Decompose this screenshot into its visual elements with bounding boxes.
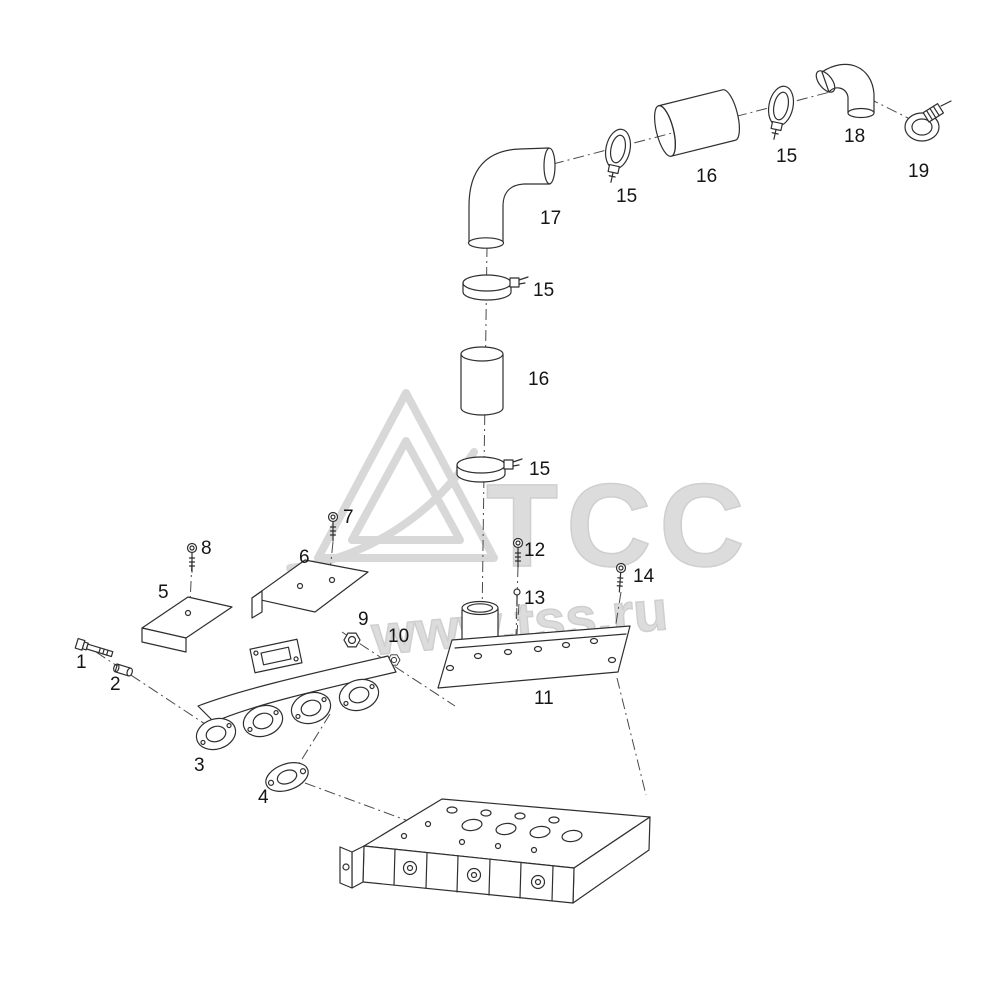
callout-7: 7 xyxy=(343,507,354,528)
callout-5: 5 xyxy=(158,582,169,603)
callout-16: 16 xyxy=(528,369,549,390)
part-17-elbow-pipe xyxy=(467,147,556,249)
watermark-brand-text: ТСС xyxy=(486,460,753,592)
part-16-hose-vertical xyxy=(460,346,504,416)
callout-13: 13 xyxy=(524,588,545,609)
callout-15: 15 xyxy=(616,186,637,207)
part-15-clamp-top-1 xyxy=(598,126,635,186)
part-8-bolt xyxy=(186,542,198,573)
callout-15: 15 xyxy=(533,280,554,301)
part-18-elbow-hose xyxy=(815,63,875,119)
callout-18: 18 xyxy=(844,126,865,147)
part-4-gasket xyxy=(265,762,309,792)
callout-15: 15 xyxy=(776,146,797,167)
callout-2: 2 xyxy=(110,674,121,695)
part-9-nut xyxy=(343,632,361,648)
engine-cylinder-head xyxy=(339,798,651,904)
callout-12: 12 xyxy=(524,540,545,561)
part-2-spacer xyxy=(113,663,133,677)
part-6-heat-shield xyxy=(251,559,369,619)
callout-3: 3 xyxy=(194,755,205,776)
callout-9: 9 xyxy=(358,609,369,630)
watermark-triangle-logo xyxy=(286,389,498,572)
part-15-clamp-mid-1 xyxy=(462,274,529,301)
callout-15: 15 xyxy=(529,459,550,480)
part-19-clamp xyxy=(904,100,952,142)
callout-8: 8 xyxy=(201,538,212,559)
callout-4: 4 xyxy=(258,787,269,808)
callout-1: 1 xyxy=(76,652,87,673)
part-11-intake-manifold xyxy=(437,600,631,689)
callout-6: 6 xyxy=(299,547,310,568)
callout-11: 11 xyxy=(534,688,554,709)
callout-14: 14 xyxy=(633,566,655,587)
callout-19: 19 xyxy=(908,161,929,182)
part-15-clamp-top-2 xyxy=(761,83,798,143)
part-5-heat-shield xyxy=(141,596,233,653)
callout-16: 16 xyxy=(696,166,717,187)
part-16-hose-top xyxy=(654,89,740,157)
part-3-exhaust-manifold xyxy=(195,638,397,751)
callout-10: 10 xyxy=(388,626,409,647)
part-1-bolt xyxy=(74,637,114,658)
callout-17: 17 xyxy=(540,208,561,229)
